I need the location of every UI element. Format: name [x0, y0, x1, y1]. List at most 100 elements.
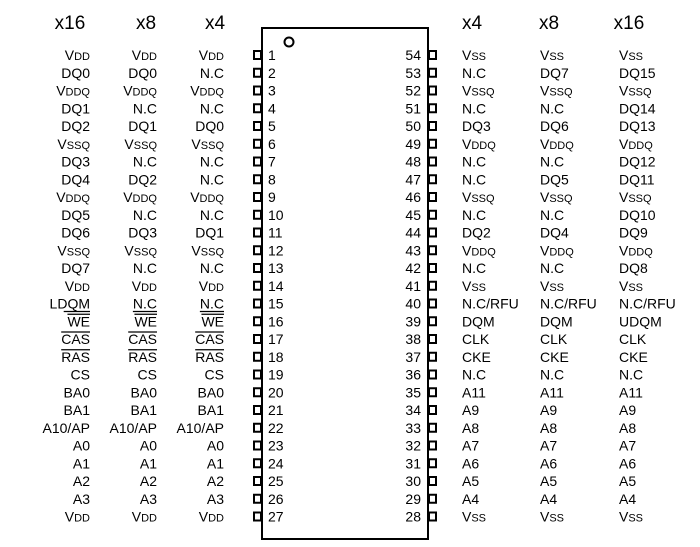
- pin-21-pad: [253, 405, 262, 415]
- pin-number-45: 45: [405, 207, 421, 223]
- pin-number-49: 49: [405, 136, 421, 152]
- pin-20-x16-signal: BA0: [64, 384, 91, 400]
- pin-27-x16-signal: VDD: [65, 509, 90, 525]
- pin-number-38: 38: [405, 331, 421, 347]
- pin-47-pad: [428, 174, 437, 185]
- pin-number-20: 20: [268, 384, 284, 400]
- header-right-x8: x8: [539, 13, 559, 34]
- pin-16-x4-signal: WE: [201, 313, 224, 329]
- pin-12-x16-signal: VSSQ: [57, 242, 90, 258]
- pin-38-pad: [428, 334, 437, 344]
- pin-7-x16-signal: DQ3: [61, 154, 90, 170]
- pin-37-x4-signal: CKE: [462, 349, 491, 365]
- pin-24-x16-signal: A1: [73, 455, 90, 471]
- pin-number-43: 43: [405, 242, 421, 258]
- pin-1-pad: [253, 50, 262, 60]
- pin-41-pad: [428, 280, 437, 291]
- pin-12-x4-signal: VSSQ: [191, 242, 224, 258]
- header-right-x4: x4: [462, 13, 483, 34]
- pin-5-x8-signal: DQ1: [128, 118, 157, 134]
- pin-51-x4-signal: N.C: [462, 100, 486, 116]
- pin-number-22: 22: [268, 420, 284, 436]
- pin-36-x4-signal: N.C: [462, 367, 486, 383]
- pin-51-x8-signal: N.C: [540, 100, 564, 116]
- pin-number-35: 35: [405, 384, 421, 400]
- pin-number-37: 37: [405, 349, 421, 365]
- pin-54-x4-signal: VSS: [462, 47, 486, 63]
- pin-number-47: 47: [405, 171, 421, 187]
- pin-15-x8-signal: N.C: [133, 296, 157, 312]
- pin-45-x8-signal: N.C: [540, 207, 564, 223]
- pin-10-x16-signal: DQ5: [61, 207, 90, 223]
- pin-number-24: 24: [268, 455, 284, 471]
- pin-43-pad: [428, 245, 437, 256]
- pin-number-13: 13: [268, 260, 284, 276]
- pin-30-pad: [428, 476, 437, 486]
- pin-number-3: 3: [268, 83, 276, 99]
- pin-39-pad: [428, 316, 437, 327]
- pin-number-39: 39: [405, 313, 421, 329]
- pin-25-x16-signal: A2: [73, 473, 90, 489]
- pin-14-x8-signal: VDD: [132, 278, 157, 294]
- pin-48-x8-signal: N.C: [540, 154, 564, 170]
- pin-26-x8-signal: A3: [140, 491, 157, 507]
- pin-14-pad: [253, 280, 262, 291]
- pin-16-x8-signal: WE: [134, 313, 157, 329]
- pin-40-x16-signal: N.C/RFU: [619, 296, 676, 312]
- pin-46-x16-signal: VSSQ: [619, 189, 652, 205]
- pin-32-x8-signal: A7: [540, 438, 557, 454]
- pin-8-x4-signal: N.C: [200, 171, 224, 187]
- pin-25-x8-signal: A2: [140, 473, 157, 489]
- pin-47-x4-signal: N.C: [462, 171, 486, 187]
- pin-54-x8-signal: VSS: [540, 47, 564, 63]
- pin-11-x16-signal: DQ6: [61, 225, 90, 241]
- pin-2-x4-signal: N.C: [200, 65, 224, 81]
- pin-4-pad: [253, 103, 262, 114]
- pin-6-x4-signal: VSSQ: [191, 136, 224, 152]
- pin-number-40: 40: [405, 296, 421, 312]
- pin-5-x16-signal: DQ2: [61, 118, 90, 134]
- pin-49-x4-signal: VDDQ: [462, 136, 496, 152]
- pin-52-x16-signal: VSSQ: [619, 83, 652, 99]
- pin-10-x4-signal: N.C: [200, 207, 224, 223]
- pin-37-pad: [428, 351, 437, 362]
- pin-4-x4-signal: N.C: [200, 100, 224, 116]
- pin-29-pad: [428, 493, 437, 504]
- pin-35-pad: [428, 387, 437, 398]
- pin-42-x16-signal: DQ8: [619, 260, 648, 276]
- pin-21-x16-signal: BA1: [64, 402, 91, 418]
- pin-19-x8-signal: CS: [138, 367, 157, 383]
- pin-number-27: 27: [268, 509, 284, 525]
- pin-number-32: 32: [405, 438, 421, 454]
- pin-number-14: 14: [268, 278, 284, 294]
- pin-30-x8-signal: A5: [540, 473, 557, 489]
- pin-4-x8-signal: N.C: [133, 100, 157, 116]
- pin-33-x8-signal: A8: [540, 420, 557, 436]
- pin-13-x4-signal: N.C: [200, 260, 224, 276]
- pin-number-7: 7: [268, 154, 276, 170]
- pin-30-x16-signal: A5: [619, 473, 636, 489]
- pin-18-x8-signal: RAS: [128, 349, 157, 365]
- pin-48-x16-signal: DQ12: [619, 154, 656, 170]
- pin-41-x16-signal: VSS: [619, 278, 643, 294]
- pin-number-30: 30: [405, 473, 421, 489]
- pin-28-x16-signal: VSS: [619, 509, 643, 525]
- pin-11-x8-signal: DQ3: [128, 225, 157, 241]
